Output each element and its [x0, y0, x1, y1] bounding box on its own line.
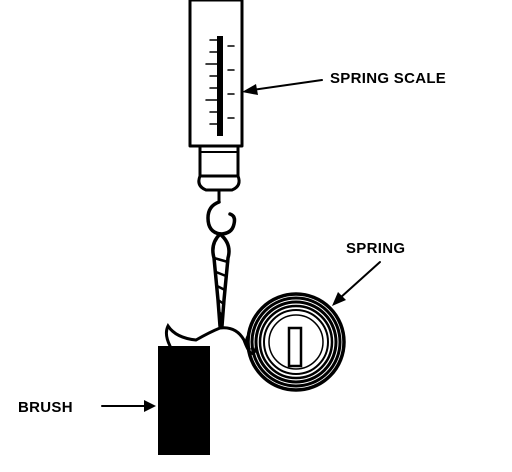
callout-arrows	[101, 79, 381, 412]
spring-scale-arrow	[251, 79, 323, 91]
wire-loop	[211, 232, 231, 328]
spring-scale-pointer	[217, 36, 223, 136]
spring-scale-base	[197, 174, 241, 192]
spring-post	[287, 326, 303, 368]
brush-body	[158, 346, 210, 450]
spring-scale-label: SPRING SCALE	[330, 70, 446, 87]
brush	[158, 323, 258, 455]
spring-label: SPRING	[346, 240, 405, 257]
spring-coil	[244, 292, 346, 392]
spring-scale	[188, 0, 244, 204]
spring-scale-collar	[198, 144, 240, 178]
spring-scale-graduations	[205, 39, 235, 125]
hook	[206, 200, 237, 236]
brush-label: BRUSH	[18, 399, 73, 416]
spring-arrow	[339, 261, 381, 299]
spring-scale-body	[188, 0, 244, 148]
